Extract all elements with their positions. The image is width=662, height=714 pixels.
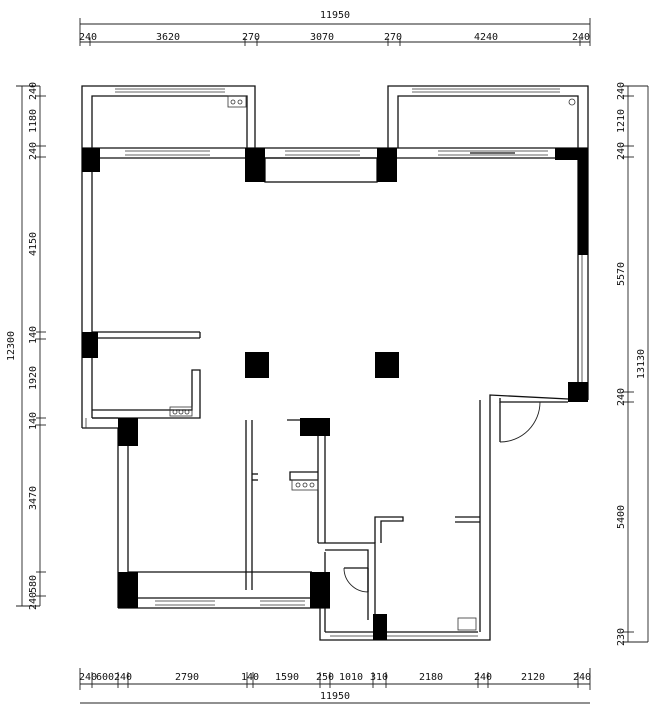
- right-seg-3: 240: [616, 142, 627, 160]
- bathroom-door: [343, 567, 369, 593]
- top-seg-1: 240: [79, 32, 97, 43]
- interior-walls: [92, 331, 480, 637]
- left-seg-5: 140: [28, 326, 39, 344]
- left-balcony: [81, 85, 256, 148]
- right-seg-7: 230: [616, 628, 627, 646]
- top-seg-7: 240: [572, 32, 590, 43]
- bottom-seg-3: 240: [114, 672, 132, 683]
- left-seg-6: 1920: [28, 366, 39, 390]
- bottom-seg-8: 1010: [339, 672, 363, 683]
- exterior-walls: [81, 147, 589, 641]
- left-dimension: 12300 240 1180 240 4150 140 1920 140 347…: [6, 82, 46, 610]
- right-seg-4: 5570: [616, 262, 627, 286]
- left-seg-7: 140: [28, 412, 39, 430]
- left-seg-9: 580: [28, 575, 39, 593]
- top-seg-5: 270: [384, 32, 402, 43]
- bottom-seg-5: 140: [241, 672, 259, 683]
- left-total-label: 12300: [6, 331, 17, 361]
- top-seg-3: 270: [242, 32, 260, 43]
- top-total-label: 11950: [320, 10, 350, 21]
- top-seg-2: 3620: [156, 32, 180, 43]
- left-seg-10: 240: [28, 592, 39, 610]
- right-seg-5: 240: [616, 388, 627, 406]
- top-dimension: 11950 240 3620 270 3070 270 4240 240: [79, 10, 591, 46]
- bottom-seg-4: 2790: [175, 672, 199, 683]
- right-seg-1: 240: [616, 82, 627, 100]
- left-seg-4: 4150: [28, 232, 39, 256]
- right-seg-2: 1210: [616, 109, 627, 133]
- bottom-seg-9: 310: [370, 672, 388, 683]
- bottom-seg-2: 600: [96, 672, 114, 683]
- right-total-label: 13130: [636, 349, 647, 379]
- right-dimension: 240 1210 240 5570 240 5400 230 13130: [616, 82, 649, 646]
- entry-door: [499, 401, 541, 443]
- top-seg-6: 4240: [474, 32, 498, 43]
- bottom-total-label: 11950: [320, 691, 350, 702]
- left-seg-1: 240: [28, 82, 39, 100]
- bottom-seg-10: 2180: [419, 672, 443, 683]
- left-seg-2: 1180: [28, 109, 39, 133]
- bottom-seg-12: 2120: [521, 672, 545, 683]
- left-seg-3: 240: [28, 142, 39, 160]
- bottom-seg-11: 240: [474, 672, 492, 683]
- top-seg-4: 3070: [310, 32, 334, 43]
- bottom-seg-7: 250: [316, 672, 334, 683]
- left-seg-8: 3470: [28, 486, 39, 510]
- right-balcony: [387, 85, 589, 148]
- bottom-seg-13: 240: [573, 672, 591, 683]
- bottom-seg-1: 240: [79, 672, 97, 683]
- bottom-seg-6: 1590: [275, 672, 299, 683]
- columns: [82, 148, 588, 640]
- right-seg-6: 5400: [616, 505, 627, 529]
- bottom-dimension: 240 600 240 2790 140 1590 250 1010 310 2…: [79, 668, 591, 704]
